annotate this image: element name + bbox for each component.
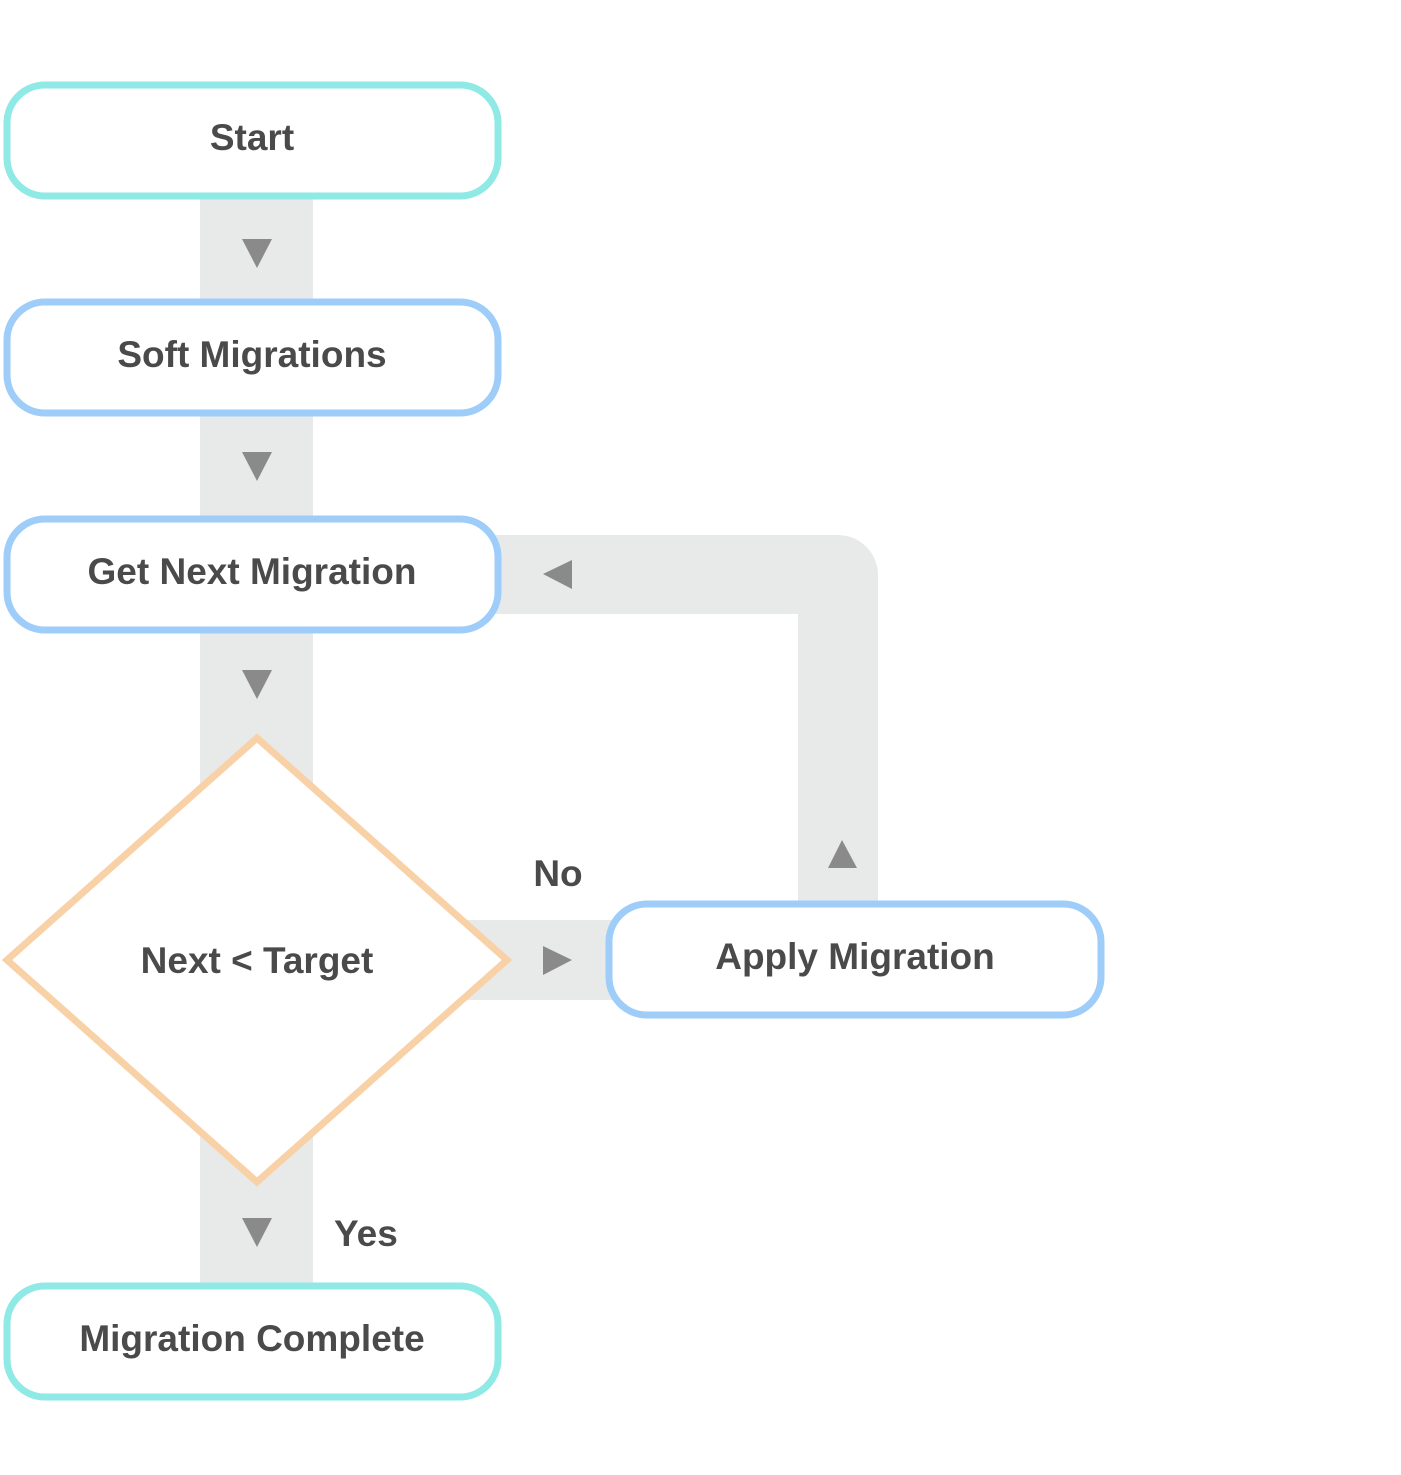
connector-loop-back: [495, 535, 878, 910]
node-get-next-migration-box: [3, 515, 502, 634]
node-start-label: Start: [210, 117, 294, 158]
arrow-down-icon: [242, 452, 272, 481]
node-decision: Next < Target: [1, 733, 513, 1187]
arrow-right-icon: [543, 946, 572, 975]
node-decision-label: Next < Target: [141, 940, 374, 981]
node-soft-migrations: Soft Migrations: [3, 298, 502, 417]
arrow-down-icon: [242, 239, 272, 268]
node-start: Start: [3, 81, 502, 200]
node-decision-diamond: [1, 733, 513, 1187]
node-migration-complete-label: Migration Complete: [79, 1318, 424, 1359]
node-apply-migration: Apply Migration: [605, 900, 1105, 1019]
edge-label-no: No: [533, 853, 582, 894]
node-apply-migration-label: Apply Migration: [715, 936, 995, 977]
node-soft-migrations-box: [3, 298, 502, 417]
edge-label-yes: Yes: [334, 1213, 398, 1254]
arrow-up-icon: [828, 840, 857, 868]
node-start-box: [3, 81, 502, 200]
node-get-next-migration-label: Get Next Migration: [88, 551, 417, 592]
arrow-down-icon: [242, 670, 272, 699]
arrow-left-icon: [543, 560, 572, 589]
arrow-down-icon: [242, 1218, 272, 1247]
node-migration-complete: Migration Complete: [3, 1282, 502, 1401]
node-get-next-migration: Get Next Migration: [3, 515, 502, 634]
node-soft-migrations-label: Soft Migrations: [117, 334, 386, 375]
node-migration-complete-box: [3, 1282, 502, 1401]
node-apply-migration-box: [605, 900, 1105, 1019]
arrowheads: [242, 239, 857, 1247]
